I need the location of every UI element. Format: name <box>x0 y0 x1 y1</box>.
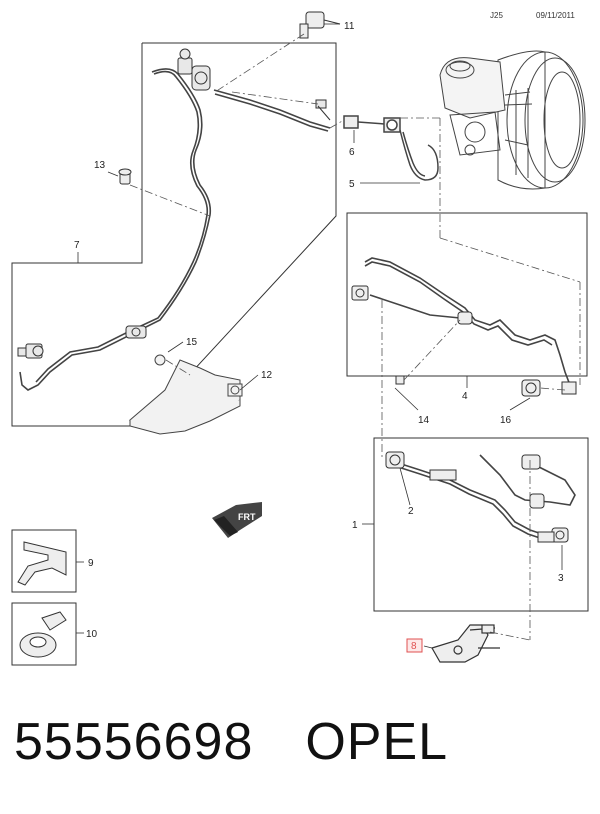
callout-12: 12 <box>261 370 273 381</box>
fittings-4 <box>351 285 577 397</box>
solid-leaders <box>76 23 563 649</box>
part-number: 55556698 <box>14 713 254 771</box>
callout-11: 11 <box>344 21 355 32</box>
panel-1 <box>373 437 589 612</box>
callout-14: 14 <box>418 415 430 426</box>
panel-4 <box>346 212 588 377</box>
brake-booster <box>439 50 586 190</box>
hose-assembly-7 <box>19 68 331 391</box>
pipe-assembly-4 <box>364 257 571 386</box>
component-11 <box>299 11 341 39</box>
callout-3: 3 <box>558 573 564 584</box>
component-8 <box>431 624 500 663</box>
header-date: 09/11/2011 <box>536 11 575 20</box>
callout-6: 6 <box>349 147 355 158</box>
footer: 55556698 OPEL <box>14 712 448 772</box>
detail-box-9 <box>11 529 77 593</box>
component-13 <box>118 168 132 185</box>
fittings-1 <box>385 451 569 543</box>
hose-fittings-7 <box>17 48 331 359</box>
component-5-6 <box>343 115 439 181</box>
callout-13: 13 <box>94 160 106 171</box>
callout-7: 7 <box>74 240 80 251</box>
callout-10: 10 <box>86 629 98 640</box>
detail-10-clip <box>19 611 67 658</box>
panel-7 <box>11 42 337 427</box>
detail-9-bracket <box>17 541 67 586</box>
callout-1: 1 <box>352 520 358 531</box>
frt-arrow-icon: FRT <box>212 502 262 538</box>
callout-5: 5 <box>349 179 355 190</box>
callout-4: 4 <box>462 391 468 402</box>
header-code: J25 <box>490 11 503 20</box>
detail-box-10 <box>11 602 77 666</box>
callout-8-box <box>406 638 423 653</box>
callout-15: 15 <box>186 337 198 348</box>
callout-8: 8 <box>411 641 417 652</box>
bracket-15-12 <box>128 354 243 435</box>
brand-name: OPEL <box>305 713 449 771</box>
frt-label: FRT <box>238 512 256 522</box>
callout-2: 2 <box>408 506 414 517</box>
callout-9: 9 <box>88 558 94 569</box>
pipe-assembly-1 <box>394 454 576 540</box>
dash-leaders <box>129 33 581 641</box>
callout-16: 16 <box>500 415 512 426</box>
